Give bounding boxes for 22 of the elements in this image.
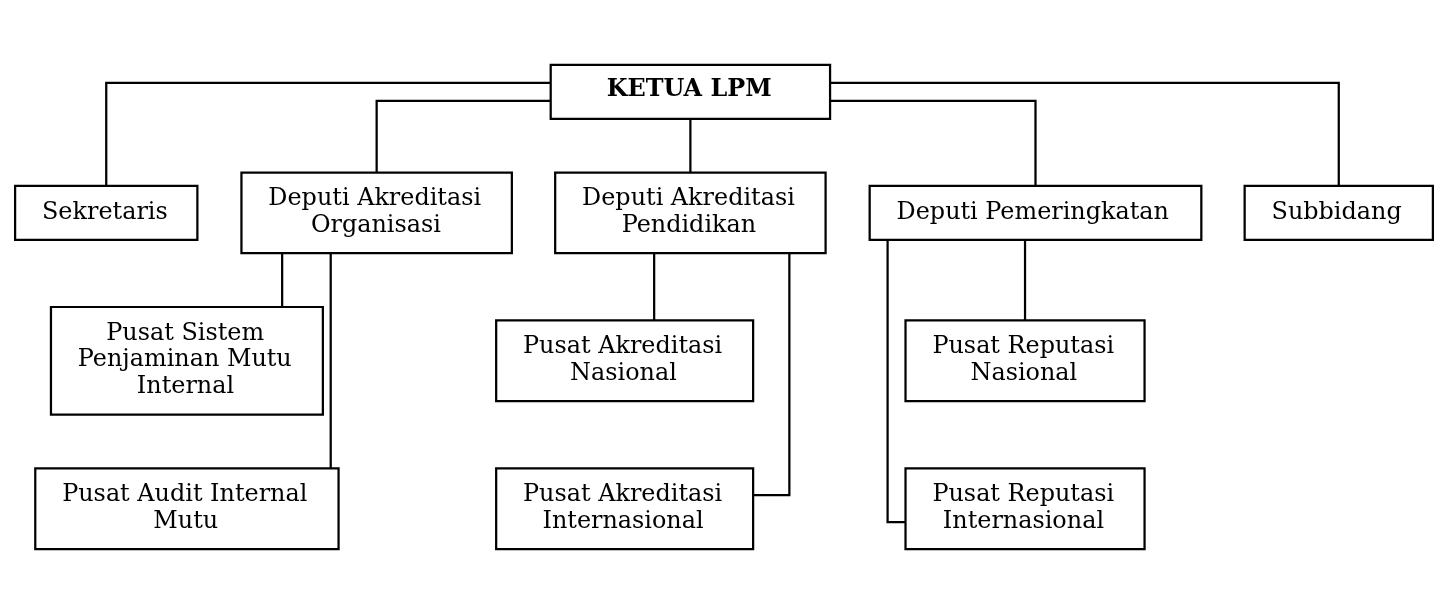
connector — [1023, 240, 1027, 321]
connector — [830, 81, 1340, 186]
connector — [375, 99, 551, 173]
node-box: Deputi Akreditasi Organisasi — [240, 171, 513, 255]
connector — [830, 99, 1037, 186]
connector — [753, 253, 791, 497]
connector — [653, 253, 656, 321]
node-box: Pusat Reputasi Internasional — [904, 467, 1146, 551]
node-box: Pusat Sistem Penjaminan Mutu Internal — [49, 305, 324, 416]
node-box: Pusat Reputasi Nasional — [904, 319, 1146, 403]
node-box: Pusat Audit Internal Mutu — [34, 467, 340, 551]
connector — [329, 253, 332, 469]
connector — [105, 81, 551, 186]
node-box: Subbidang — [1243, 184, 1434, 241]
node-box: Pusat Akreditasi Internasional — [495, 467, 755, 551]
node-box: Deputi Akreditasi Pendidikan — [554, 171, 827, 255]
connector — [281, 253, 284, 307]
node-box: Sekretaris — [14, 184, 199, 241]
node-box: KETUA LPM — [549, 63, 832, 120]
node-box: Deputi Pemeringkatan — [868, 184, 1203, 241]
node-box: Pusat Akreditasi Nasional — [495, 319, 755, 403]
connector — [689, 119, 692, 173]
